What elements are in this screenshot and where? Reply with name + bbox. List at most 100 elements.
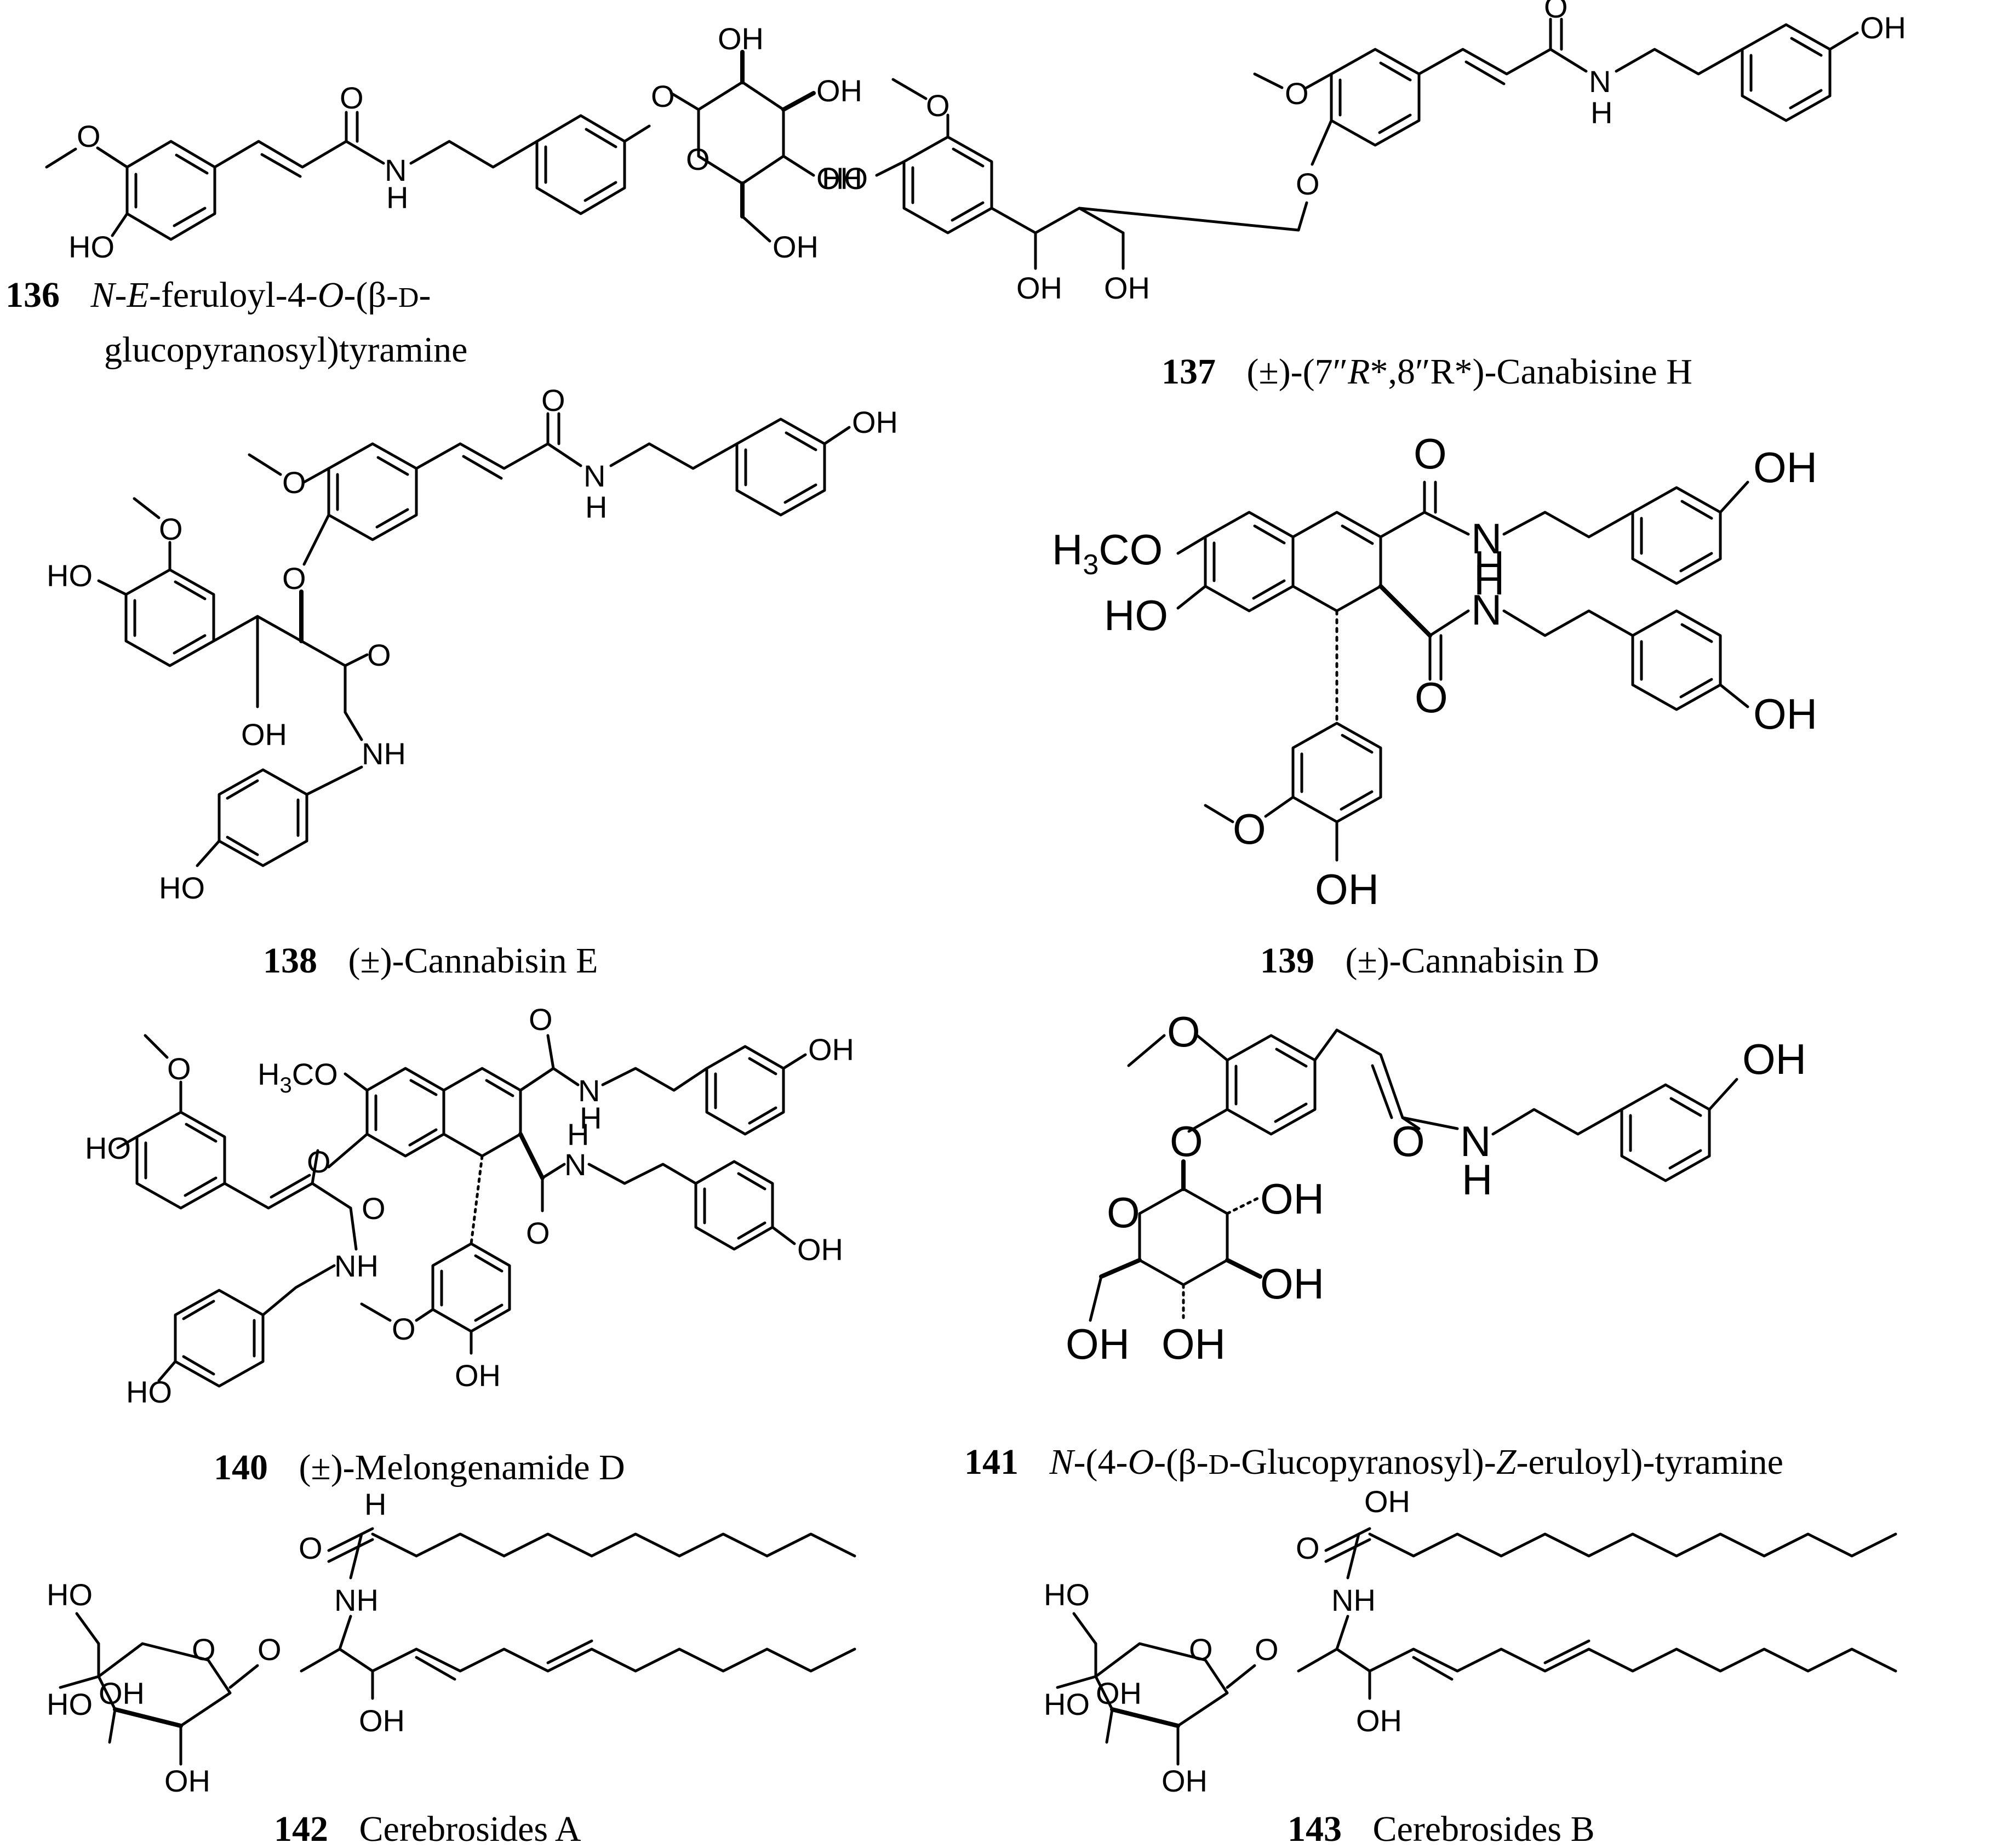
atom-label: O [926,88,950,123]
atom-label: NH [362,736,406,771]
atom-label: N [385,153,407,187]
atom-label: N [1471,586,1502,634]
atom-label: H [364,1487,386,1521]
atom-label: O [392,1312,416,1346]
atom-label: H3CO [258,1057,338,1097]
atom-label: O [1392,1117,1425,1165]
compound-caption-138: 138 (±)-Cannabisin E [263,941,598,981]
atom-label: OH [773,230,819,264]
atom-label: OH [852,405,898,439]
atom-label: NH [334,1583,379,1617]
atom-label: H [1474,556,1504,604]
compound-number: 140 [214,1447,268,1487]
structure-141: O O N H OH O OH OH OH OH O 14 [964,1008,1806,1482]
atom-label: HO [1044,1687,1090,1721]
compound-caption-139: 139 (±)-Cannabisin D [1260,941,1599,981]
structure-140: O HO O NH HO H3CO O O N [85,1002,854,1487]
atom-label: OH [1742,1035,1806,1083]
atom-label: O [541,383,565,417]
atom-label: O [299,1531,323,1565]
compound-number: 141 [964,1442,1019,1482]
atom-label: O [1285,76,1309,111]
atom-label: N [564,1147,586,1182]
atom-label: H [567,1117,589,1152]
structure-142: H O NH OH O O HO HO OH OH 142 Cerebrosid… [47,1487,856,1848]
atom-label: H [1474,542,1504,590]
atom-label: OH [816,161,862,196]
atom-label: O [282,465,306,500]
atom-label: N [1460,1117,1491,1165]
atom-label: O [1255,1632,1279,1667]
structure-137: O O O N H OH O HO [822,0,1906,392]
atom-label: O [651,79,675,113]
atom-label: OH [1364,1484,1410,1519]
atom-label: OH [1016,271,1062,305]
atom-label: OH [718,21,764,56]
atom-label: O [1167,1008,1200,1056]
atom-label: OH [808,1032,854,1067]
compound-caption-140: 140 (±)-Melongenamide D [214,1447,625,1487]
atom-label: OH [797,1232,843,1267]
compound-number: 136 [5,275,60,315]
atom-label: O [1415,673,1448,722]
atom-label: O [192,1632,216,1667]
atom-label: HO [47,1577,93,1612]
atom-label: O [307,1145,331,1179]
atom-label: H [585,490,607,524]
atom-label: N [578,1073,600,1108]
atom-label: HO [126,1375,172,1409]
atom-label: O [529,1002,553,1037]
structure-138: O HO OH O O NH HO O [47,383,898,981]
atom-label: HO [47,558,93,593]
atom-label: O [1107,1188,1140,1237]
atom-label: HO [85,1131,131,1165]
atom-label: O [1233,805,1266,853]
atom-label: O [362,1191,386,1226]
atom-label: O [686,142,710,176]
atom-label: OH [99,1676,145,1710]
atom-label: HO [1044,1577,1090,1612]
atom-label: HO [68,230,115,264]
compound-number: 142 [274,1809,328,1848]
atom-label: O [526,1216,550,1250]
atom-label: NH [1331,1583,1376,1617]
atom-label: O [1296,167,1320,201]
compound-name-line2: glucopyranosyl)tyramine [104,330,467,370]
atom-label: H [1590,95,1612,130]
atom-label: N [1471,514,1502,563]
atom-label: OH [1753,443,1817,491]
atom-label: OH [164,1764,210,1798]
atom-label: O [258,1632,282,1667]
atom-label: O [1544,0,1568,24]
atom-label: HO [822,161,868,196]
atom-label: O [1170,1117,1203,1165]
compound-number: 137 [1162,352,1216,392]
atom-label: O [340,81,364,115]
atom-label: O [1414,430,1447,478]
atom-label: O [1189,1632,1213,1667]
atom-label: NH [334,1249,379,1283]
atom-label: OH [1162,1764,1208,1798]
atom-label: HO [159,871,205,905]
compound-caption-136: 136 N-E-feruloyl-4-O-(β-D- [5,275,431,315]
atom-label: OH [455,1358,501,1393]
atom-label: N [1589,64,1611,99]
compound-caption-137: 137 (±)-(7″R*,8″R*)-Canabisine H [1162,352,1692,392]
atom-label: HO [47,1687,93,1721]
atom-label: O [1296,1531,1320,1565]
atom-label: O [282,561,306,596]
atom-label: OH [1162,1320,1226,1368]
atom-label: O [367,638,391,672]
atom-label: H [580,1101,602,1135]
atom-label: OH [1104,271,1150,305]
atom-label: OH [1356,1703,1402,1738]
atom-label: OH [816,73,862,108]
compound-caption-143: 143 Cerebrosides B [1288,1809,1595,1848]
atom-label: OH [1860,10,1906,45]
atom-label: H3CO [1052,525,1163,581]
atom-label: OH [241,717,287,752]
structure-139: H3CO HO O N H OH O H N [1052,430,1817,981]
compound-caption-141: 141 N-(4-O-(β-D-Glucopyranosyl)-Z-eruloy… [964,1442,1783,1482]
compound-number: 143 [1288,1809,1342,1848]
